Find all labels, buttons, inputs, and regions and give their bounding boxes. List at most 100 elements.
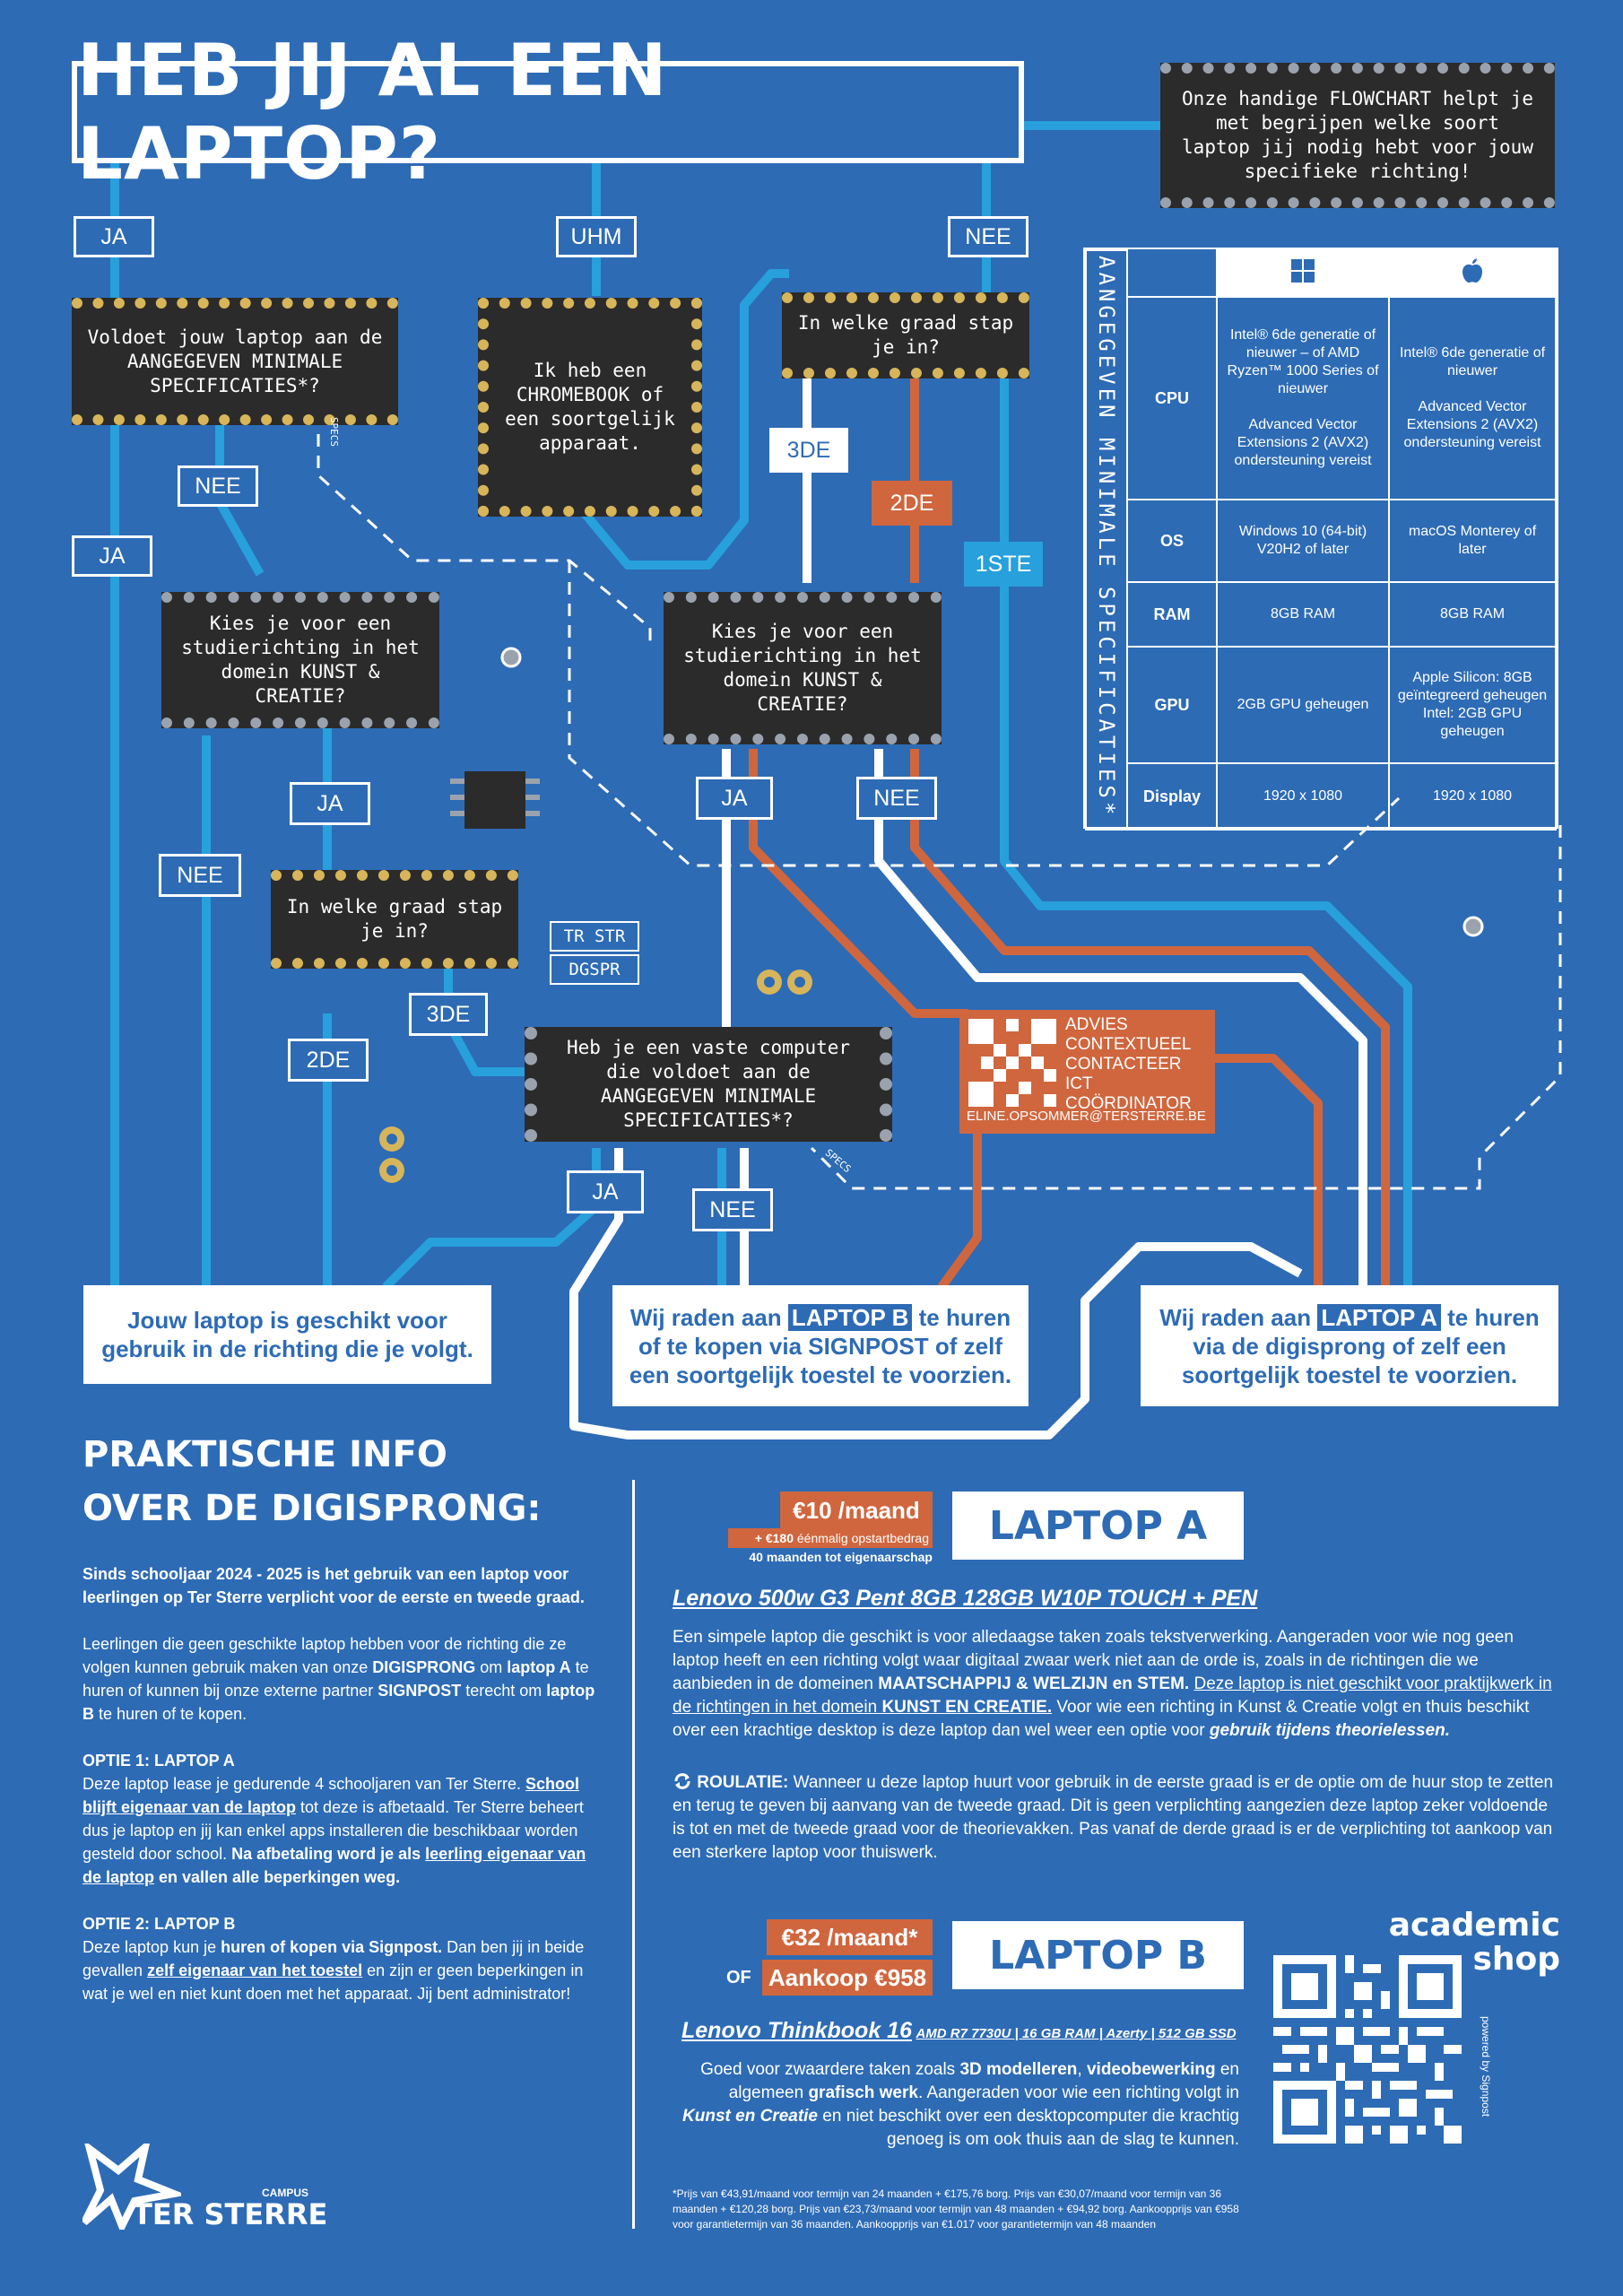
laptop-b-d3: , (1077, 2060, 1087, 2079)
info-option1-text: Deze laptop lease je gedurende 4 schoolj… (82, 1772, 603, 1889)
spec-cell-mac: Intel® 6de generatie of nieuwer Advanced… (1388, 296, 1557, 500)
chip-chromebook: Ik heb een CHROMEBOOK of een soortgelijk… (478, 298, 702, 517)
page-title: HEB JIJ AL EEN LAPTOP? (77, 29, 668, 196)
laptop-a-description: Een simpele laptop die geschikt is voor … (673, 1626, 1560, 1743)
spec-cell-win: 1920 x 1080 (1215, 762, 1391, 831)
label-nee-3: NEE (159, 854, 241, 897)
advies-email[interactable]: ELINE.OPSOMMER@TERSTERRE.BE (967, 1109, 1206, 1124)
chip-computer: Heb je een vaste computer die voldoet aa… (525, 1027, 892, 1142)
label-ja-1: JA (74, 216, 154, 257)
info-section: PRAKTISCHE INFO OVER DE DIGISPRONG: Sind… (82, 1428, 603, 2005)
info-p2-i: te huren of te kopen. (94, 1705, 247, 1723)
result-b-highlight: LAPTOP B (787, 1303, 913, 1331)
label-nee-1: NEE (948, 216, 1028, 257)
info-p2-e: te huren of kunnen bij onze externe part… (82, 1658, 589, 1700)
spec-cell-win: 2GB GPU geheugen (1215, 646, 1391, 764)
chip-kunst-mid: Kies je voor een studierichting in het d… (664, 592, 942, 744)
info-p2-b: DIGISPRONG (372, 1658, 476, 1676)
spec-row-name: CPU (1126, 296, 1218, 500)
spec-cell-mac: Apple Silicon: 8GB geïntegreerd geheugen… (1388, 646, 1557, 764)
info-option2-text: Deze laptop kun je huren of kopen via Si… (82, 1935, 603, 2005)
chip-graad-left-text: In welke graad stap je in? (286, 896, 503, 942)
label-3de-left: 3DE (409, 993, 488, 1036)
result-a-post: te huren via de digisprong of zelf een s… (1181, 1303, 1540, 1388)
laptop-a-d1: Een simpele laptop die geschikt is voor … (673, 1628, 1514, 1693)
tag-dgspr: DGSPR (550, 954, 639, 985)
spec-cell-win: Intel® 6de generatie of nieuwer – of AMD… (1215, 296, 1391, 500)
section-divider (632, 1480, 635, 2229)
apple-icon (1388, 249, 1557, 298)
info-p1: Sinds schooljaar 2024 - 2025 is het gebr… (82, 1565, 585, 1606)
chip-kunst-left: Kies je voor een studierichting in het d… (161, 592, 439, 728)
spec-vertical-title-cell: AANGEGEVEN MINIMALE SPECIFICATIES* (1085, 249, 1128, 831)
chip-graad-top-text: In welke graad stap je in? (797, 312, 1014, 358)
apple-logo-icon (1462, 258, 1483, 283)
laptop-a-product: Lenovo 500w G3 Pent 8GB 128GB W10P TOUCH… (673, 1586, 1258, 1611)
advies-box: ADVIES CONTEXTUEEL CONTACTEER ICT COÖRDI… (959, 1010, 1215, 1134)
label-nee-5: NEE (692, 1188, 773, 1231)
spec-row-name: GPU (1126, 646, 1218, 764)
spec-corner (1127, 250, 1218, 298)
result-geschikt: Jouw laptop is geschikt voor gebruik in … (83, 1285, 491, 1384)
shop-line-2: shop (1472, 1941, 1560, 1978)
result-b-pre: Wij raden aan (629, 1303, 782, 1331)
spec-cell-mac: 1920 x 1080 (1388, 762, 1557, 831)
laptop-a-d2: MAATSCHAPPIJ & WELZIJN en STEM. (878, 1674, 1190, 1693)
info-o2-b: huren of kopen via Signpost. (221, 1938, 443, 1956)
laptop-b-d4: videobewerking (1086, 2060, 1216, 2079)
info-o1-f: en vallen alle beperkingen weg. (154, 1868, 401, 1886)
spec-row-name: Display (1126, 762, 1218, 831)
star-logo-icon (82, 2144, 181, 2230)
windows-logo-icon (1291, 259, 1315, 283)
info-heading-1: PRAKTISCHE INFO (82, 1434, 447, 1475)
logo-campus: CAMPUS (262, 2187, 309, 2199)
laptop-a-extra-amount: + €180 (754, 1531, 794, 1545)
chip-graad-top: In welke graad stap je in? (782, 292, 1029, 378)
result-laptop-b-text: Wij raden aan LAPTOP B te huren of te ko… (625, 1303, 1016, 1389)
tag-trstr: TR STR (550, 921, 639, 952)
advies-text: ADVIES CONTEXTUEEL CONTACTEER ICT COÖRDI… (1065, 1015, 1192, 1113)
info-p2-f: SIGNPOST (378, 1682, 462, 1700)
chip-q-specs: Voldoet jouw laptop aan de AANGEGEVEN MI… (72, 298, 398, 425)
rotation-title: ROULATIE: (697, 1773, 789, 1792)
info-o2-d: zelf eigenaar van het toestel (147, 1961, 363, 1979)
result-a-highlight: LAPTOP A (1317, 1303, 1441, 1331)
laptop-b-d6: grafisch werk (808, 2083, 918, 2102)
laptop-a-extra: + €180 éénmalig opstartbedrag (728, 1528, 933, 1548)
spec-cell-win: Windows 10 (64-bit) V20H2 of later (1215, 499, 1391, 583)
result-a-pre: Wij raden aan (1159, 1303, 1312, 1331)
result-laptop-b: Wij raden aan LAPTOP B te huren of te ko… (612, 1285, 1028, 1406)
laptop-b-d5: en algemeen (728, 2060, 1239, 2102)
laptop-a-term: 40 maanden tot eigenaarschap (749, 1550, 933, 1564)
result-laptop-a: Wij raden aan LAPTOP A te huren via de d… (1141, 1285, 1558, 1406)
page-title-box: HEB JIJ AL EEN LAPTOP? (72, 29, 1024, 196)
laptop-b-product: Lenovo Thinkbook 16 (681, 2018, 912, 2043)
laptop-a-label: LAPTOP A (952, 1492, 1244, 1560)
advies-qr-code-icon (968, 1019, 1056, 1107)
spec-cell-win: 8GB RAM (1215, 581, 1391, 648)
rotation-icon (674, 1773, 690, 1789)
label-ja-4: JA (696, 777, 773, 820)
spec-cell-mac: macOS Monterey of later (1388, 499, 1557, 583)
laptop-b-specs: AMD R7 7730U | 16 GB RAM | Azerty | 512 … (916, 2026, 1237, 2041)
specs-tag-1: SPECS (328, 416, 341, 448)
info-p2-d: laptop A (507, 1658, 571, 1676)
laptop-a-d5: KUNST EN CREATIE. (881, 1698, 1053, 1717)
laptop-b-product-line: Lenovo Thinkbook 16 AMD R7 7730U | 16 GB… (681, 2018, 1237, 2044)
label-1ste: 1STE (964, 542, 1043, 587)
academic-shop-qr-code-icon[interactable] (1273, 1955, 1462, 2144)
info-option2-title: OPTIE 2: LAPTOP B (82, 1915, 236, 1933)
info-o2-a: Deze laptop kun je (82, 1938, 221, 1956)
info-p2-h: laptop B (82, 1682, 595, 1723)
laptop-b-d7: . Aangeraden voor wie een richting volgt… (917, 2083, 1239, 2102)
rotation-text: Wanneer u deze laptop huurt voor gebruik… (673, 1773, 1554, 1862)
laptop-b-price: €32 /maand* (767, 1919, 933, 1955)
info-o2-c: Dan ben jij in beide gevallen (82, 1938, 585, 1979)
result-laptop-a-text: Wij raden aan LAPTOP A te huren via de d… (1153, 1303, 1546, 1389)
result-geschikt-text: Jouw laptop is geschikt voor gebruik in … (101, 1307, 473, 1362)
chip-kunst-mid-text: Kies je voor een studierichting in het d… (683, 621, 922, 715)
label-nee-4: NEE (856, 777, 937, 820)
laptop-b-d1: Goed voor zwaardere taken zoals (700, 2060, 960, 2079)
laptop-b-d9: en niet beschikt over een desktopcompute… (818, 2107, 1239, 2149)
